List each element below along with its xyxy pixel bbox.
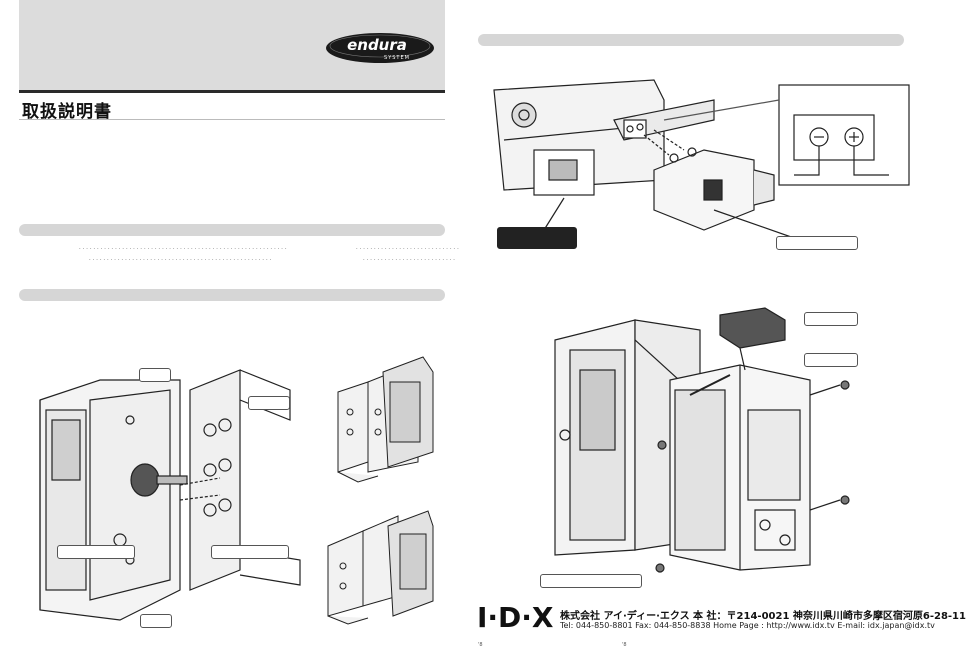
callout-part-e: [140, 614, 172, 628]
callout-part-b: [248, 396, 290, 410]
callout-charger: [804, 312, 858, 326]
toc-dots-1: ........................................…: [78, 244, 288, 251]
endura-system-logo: endura SYSTEM: [326, 33, 434, 63]
section-bar-connection: [478, 34, 904, 46]
footer-mark-left: '8: [478, 642, 483, 648]
callout-part-a: [139, 368, 171, 382]
toc-dots-2: ........................................…: [88, 255, 273, 262]
callout-part-c: [57, 545, 135, 559]
callout-battery: [804, 353, 858, 367]
header-divider: [19, 90, 445, 93]
callout-connector: [776, 236, 858, 250]
toc-dots-4: ..........................: [362, 255, 456, 262]
company-contact: Tel: 044-850-8801 Fax: 044-850-8838 Home…: [560, 621, 935, 630]
dtap-connector-illustration: [493, 79, 910, 239]
section-bar-contents: [19, 224, 445, 236]
svg-text:SYSTEM: SYSTEM: [384, 55, 410, 61]
page-title: 取扱説明書: [22, 102, 112, 122]
callout-part-d: [211, 545, 289, 559]
idx-logo: I·D·X: [477, 601, 554, 634]
bracket-variant-1-illustration: [337, 356, 434, 483]
svg-text:endura: endura: [347, 36, 407, 54]
company-address: 株式会社 アイ·ディー·エクス 本 社：〒214-0021 神奈川県川崎市多摩区…: [560, 611, 966, 622]
footer-mark-mid: '8: [622, 642, 627, 648]
callout-dark-label: [497, 227, 577, 249]
bracket-variant-2-illustration: [327, 510, 434, 625]
svg-text:I·D·X: I·D·X: [477, 601, 554, 634]
section-bar-assembly: [19, 289, 445, 301]
title-underline: [19, 119, 445, 120]
callout-screw: [540, 574, 642, 588]
battery-mount-illustration: [554, 307, 850, 573]
toc-dots-3: .............................: [355, 244, 460, 251]
bracket-assembly-illustration: [39, 369, 301, 621]
